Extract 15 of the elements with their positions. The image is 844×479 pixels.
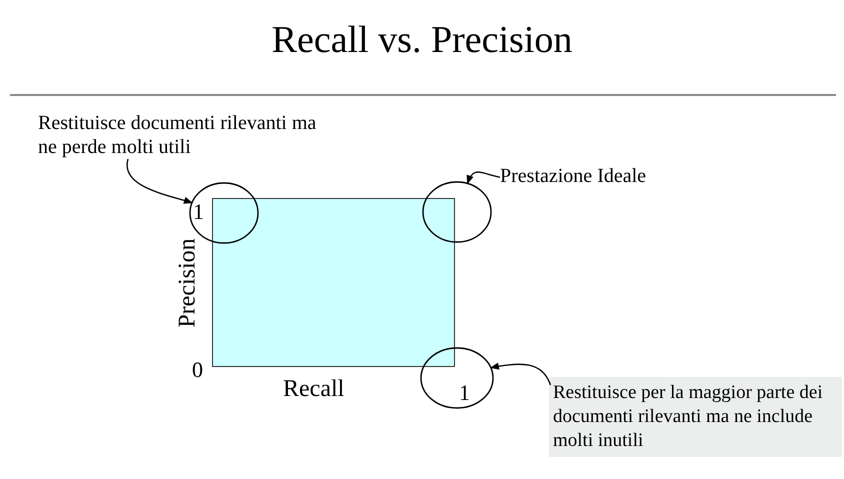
axis-tick-label: 1 xyxy=(459,382,470,404)
callout-text: Restituisce documenti rilevanti ma ne perde molti utili xyxy=(38,111,338,159)
plot-area xyxy=(212,198,455,367)
slide-title: Recall vs. Precision xyxy=(270,18,574,62)
highlight-ellipse xyxy=(420,347,494,409)
axis-title: Recall xyxy=(283,377,344,401)
curved-arrow xyxy=(490,362,552,386)
curved-arrow xyxy=(466,171,500,184)
callout-text: Restituisce per la maggior parte dei documenti rilevanti ma ne include molti inutili xyxy=(549,377,842,457)
curved-arrow xyxy=(126,158,193,204)
callout-text: Prestazione Ideale xyxy=(500,164,700,188)
highlight-ellipse xyxy=(422,181,492,243)
axis-title: Precision xyxy=(176,238,200,328)
axis-tick-label: 0 xyxy=(192,359,203,381)
axis-tick-label: 1 xyxy=(193,201,204,223)
